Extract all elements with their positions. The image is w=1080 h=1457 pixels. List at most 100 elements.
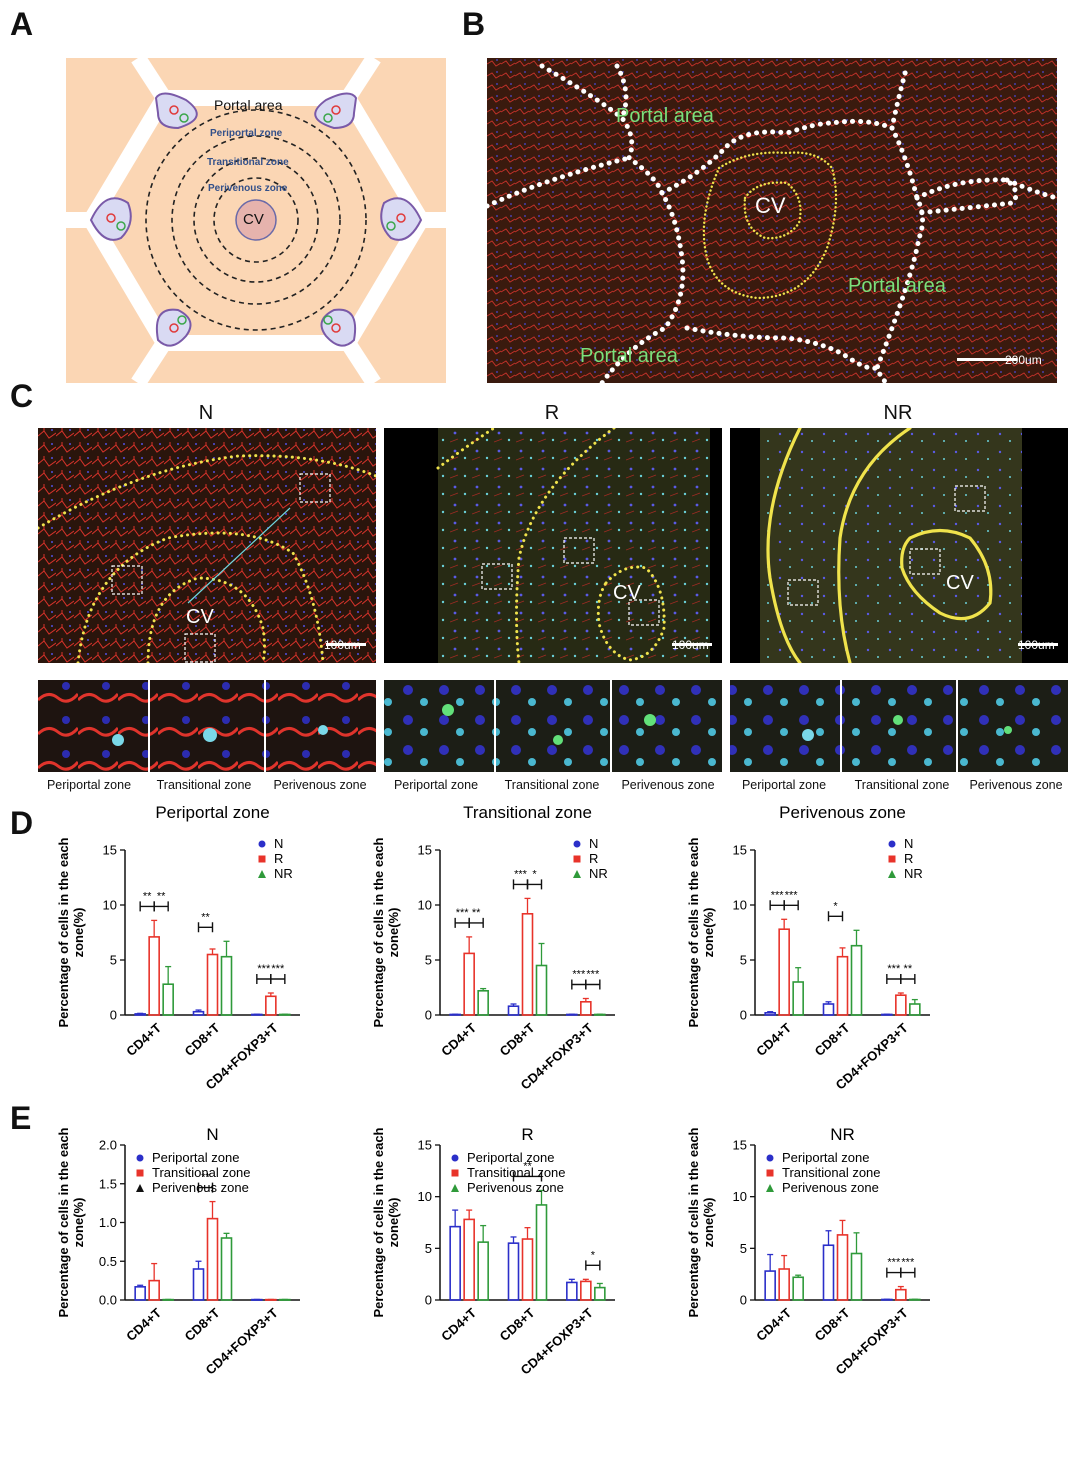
y-tick-label: 10	[733, 1189, 747, 1204]
zone-label-nr-3: Perivenous zone	[969, 778, 1063, 792]
bar	[192, 1010, 205, 1016]
legend-label: R	[589, 851, 598, 866]
micrograph-c-r-cv: CV	[613, 582, 641, 604]
bar	[134, 1013, 146, 1016]
y-axis-label-line: Percentage of cells in the each	[56, 837, 71, 1027]
zone-label-r-3: Perivenous zone	[621, 778, 715, 792]
bar	[148, 936, 160, 1016]
bar	[535, 1204, 548, 1301]
significance-bracket	[468, 917, 484, 928]
y-axis-label: Percentage of cells in the eachzone(%)	[371, 837, 401, 1027]
y-axis-label: Percentage of cells in the eachzone(%)	[56, 837, 86, 1027]
y-tick-label: 15	[418, 843, 432, 858]
micrograph-c-n-cv: CV	[186, 606, 214, 628]
bar	[535, 964, 548, 1016]
legend-label: Perivenous zone	[782, 1180, 879, 1195]
significance-label: ***	[586, 969, 600, 981]
significance-bracket	[900, 974, 916, 984]
bar	[580, 1280, 592, 1301]
significance-bracket	[526, 879, 543, 890]
zone-label-n-2: Transitional zone	[156, 778, 252, 792]
bar	[764, 1270, 776, 1301]
x-tick-label: CD8+T	[182, 1020, 223, 1059]
micrograph-c-nr-scale: 100um	[1018, 638, 1055, 652]
y-axis-label-line: Percentage of cells in the each	[56, 1127, 71, 1317]
legend-marker	[888, 870, 896, 878]
y-axis-label-line: Percentage of cells in the each	[371, 837, 386, 1027]
legend-label: N	[589, 836, 598, 851]
legend-label: N	[904, 836, 913, 851]
bar	[895, 994, 907, 1016]
bar	[220, 955, 233, 1016]
significance-label: ***	[887, 963, 901, 975]
legend-marker	[136, 1169, 144, 1177]
bar	[521, 1238, 534, 1301]
legend-marker	[136, 1154, 144, 1162]
bar	[521, 913, 534, 1016]
significance-label: **	[143, 890, 152, 902]
x-tick-label: CD4+T	[753, 1020, 794, 1059]
significance-label: **	[472, 907, 481, 919]
chart-title: R	[521, 1125, 533, 1144]
micrograph-c-r-scale: 100um	[672, 638, 709, 652]
significance-label: ***	[887, 1257, 901, 1269]
significance-label: **	[904, 963, 913, 975]
micrograph-c-n-scale: 100um	[324, 638, 361, 652]
significance-label: **	[157, 890, 166, 902]
panel-letter-d: D	[10, 805, 34, 841]
legend-label: NR	[904, 866, 923, 881]
bar	[192, 1268, 205, 1301]
bar	[778, 928, 790, 1016]
bar	[566, 1281, 578, 1301]
x-tick-label: CD4+T	[753, 1305, 794, 1344]
schematic-cv-label: CV	[243, 211, 264, 228]
y-tick-label: 5	[740, 953, 747, 968]
x-tick-label: CD4+T	[123, 1305, 164, 1344]
legend-label: R	[274, 851, 283, 866]
y-axis-label-line: zone(%)	[71, 908, 86, 958]
micrograph-b	[487, 58, 1057, 383]
significance-label: ***	[901, 1257, 915, 1269]
legend-label: N	[274, 836, 283, 851]
lobule-schematic	[66, 58, 446, 383]
y-tick-label: 15	[103, 843, 117, 858]
y-tick-label: 15	[733, 843, 747, 858]
y-tick-label: 0	[110, 1008, 117, 1023]
chart-title: N	[206, 1125, 218, 1144]
y-tick-label: 10	[733, 898, 747, 913]
y-tick-label: 0	[425, 1293, 432, 1308]
y-axis-label-line: zone(%)	[701, 908, 716, 958]
micrograph-c-nr	[730, 428, 1068, 663]
bar	[836, 955, 849, 1016]
bar	[265, 995, 277, 1016]
y-axis-label-line: zone(%)	[701, 1198, 716, 1248]
significance-label: ***	[514, 868, 528, 880]
y-tick-label: 10	[418, 898, 432, 913]
significance-label: *	[591, 1249, 596, 1261]
legend-marker	[573, 855, 581, 863]
significance-bracket	[827, 911, 844, 922]
bar	[822, 1003, 835, 1016]
y-axis-label: Percentage of cells in the eachzone(%)	[686, 837, 716, 1027]
y-tick-label: 10	[418, 1189, 432, 1204]
zone-label-nr-2: Transitional zone	[854, 778, 950, 792]
x-tick-label: CD4+T	[123, 1020, 164, 1059]
significance-bracket	[153, 901, 169, 912]
panel-c-title-r: R	[544, 402, 560, 424]
bar	[463, 952, 475, 1016]
legend-marker	[888, 855, 896, 863]
chart-title: Transitional zone	[463, 803, 592, 822]
x-tick-label: CD8+T	[812, 1020, 853, 1059]
y-axis-label-line: zone(%)	[71, 1198, 86, 1248]
significance-bracket	[886, 974, 902, 984]
significance-bracket	[270, 974, 286, 984]
legend-label: NR	[274, 866, 293, 881]
significance-label: *	[532, 868, 537, 880]
y-tick-label: 15	[733, 1138, 747, 1153]
legend-marker	[766, 1184, 774, 1192]
micrograph-b-portal-3: Portal area	[580, 345, 678, 367]
panel-c-title-n: N	[198, 402, 214, 424]
x-tick-label: CD8+T	[812, 1305, 853, 1344]
y-tick-label: 5	[740, 1241, 747, 1256]
significance-bracket	[769, 900, 785, 911]
